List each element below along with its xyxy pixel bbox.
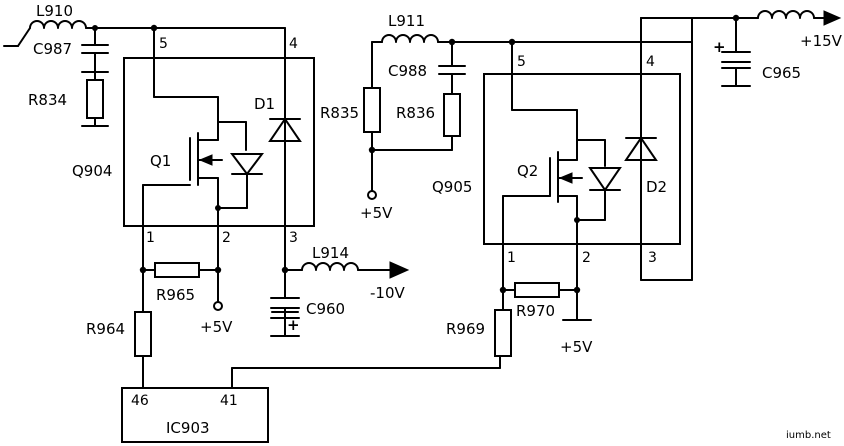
resistor-r834 <box>81 71 109 127</box>
polarity-c965: + <box>713 38 726 56</box>
pin-label: 5 <box>159 36 168 52</box>
pin-label: 5 <box>517 54 526 70</box>
label-r970: R970 <box>516 302 555 320</box>
capacitor-c987 <box>81 27 109 73</box>
pin-label: 1 <box>146 230 155 246</box>
label-r965: R965 <box>156 286 195 304</box>
terminal-5v-left <box>213 301 223 311</box>
label-c988: C988 <box>388 62 427 80</box>
label-c965: C965 <box>762 64 801 82</box>
label-q2: Q2 <box>517 162 538 180</box>
pin-label: 41 <box>220 393 238 409</box>
pin-label: 4 <box>289 36 298 52</box>
pin-label: 3 <box>289 230 298 246</box>
label-c987: C987 <box>33 40 72 58</box>
terminal-5v-mid <box>367 190 377 200</box>
label-r969: R969 <box>446 320 485 338</box>
capacitor-c965 <box>721 17 751 87</box>
module-q905 <box>483 41 681 293</box>
resistor-r964 <box>134 269 152 389</box>
inductor-l911 <box>371 34 449 43</box>
polarity-c960: + <box>287 316 300 334</box>
resistor-r965 <box>154 262 200 278</box>
resistor-r835 <box>363 87 381 133</box>
watermark: iumb.net <box>786 430 831 441</box>
label-q904: Q904 <box>72 162 112 180</box>
diode-d2 <box>624 17 693 281</box>
pin-label: 4 <box>646 54 655 70</box>
pin-label: 2 <box>582 250 591 266</box>
pin-label: 3 <box>648 250 657 266</box>
resistor-r969 <box>494 289 512 357</box>
label-l910: L910 <box>36 2 73 20</box>
label-d2: D2 <box>646 178 667 196</box>
label-15v: +15V <box>800 32 843 50</box>
label-d1: D1 <box>254 95 275 113</box>
label-q1: Q1 <box>150 152 171 170</box>
label-c960: C960 <box>306 300 345 318</box>
label-5v-left: +5V <box>200 318 233 336</box>
pin-label: 46 <box>131 393 149 409</box>
label-l911: L911 <box>388 12 425 30</box>
inductor-output <box>747 10 842 26</box>
ic-ic903 <box>121 387 269 443</box>
label-r835: R835 <box>320 104 359 122</box>
label-10v: -10V <box>370 284 405 302</box>
resistor-r970 <box>514 282 560 298</box>
capacitor-c988 <box>438 41 466 95</box>
label-5v-right: +5V <box>560 338 593 356</box>
diode-d1 <box>268 27 302 271</box>
label-q905: Q905 <box>432 178 472 196</box>
label-l914: L914 <box>312 244 349 262</box>
resistor-r836 <box>443 93 461 137</box>
pin-label: 1 <box>507 250 516 266</box>
capacitor-c960 <box>270 269 300 337</box>
pin-label: 2 <box>222 230 231 246</box>
label-r964: R964 <box>86 320 125 338</box>
inductor-l914 <box>284 261 410 279</box>
label-ic903: IC903 <box>166 419 210 437</box>
label-r834: R834 <box>28 91 67 109</box>
label-r836: R836 <box>396 104 435 122</box>
label-5v-mid: +5V <box>360 204 393 222</box>
module-q904 <box>123 27 315 271</box>
